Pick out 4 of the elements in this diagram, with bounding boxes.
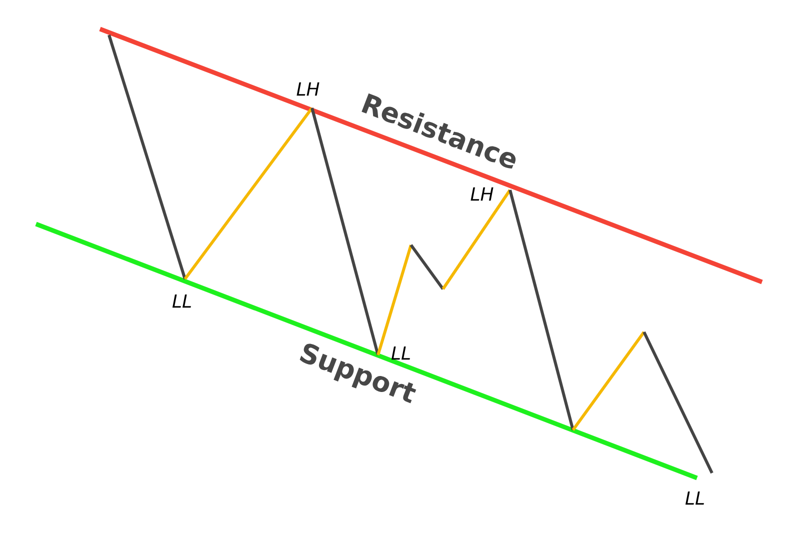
pivot-label: LH [470,187,494,201]
pivot-label: LH [296,82,320,96]
pivot-label: LL [172,294,191,308]
pivot-label: LL [685,491,704,505]
